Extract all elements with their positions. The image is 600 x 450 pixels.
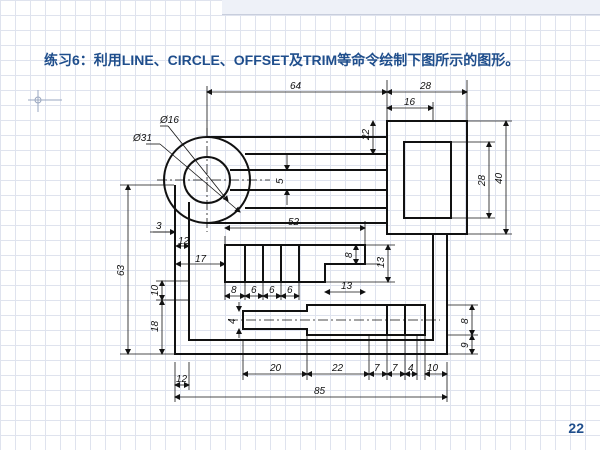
- dim-12-bottom: 12: [176, 374, 188, 385]
- dim-13-v: 13: [376, 256, 387, 268]
- dim-52: 52: [288, 217, 300, 228]
- dim-9: 9: [460, 342, 471, 348]
- dim-63: 63: [116, 264, 127, 276]
- dim-10-b: 10: [427, 363, 439, 374]
- dim-40: 40: [494, 172, 505, 184]
- dim-17: 17: [195, 254, 207, 265]
- dim-7-b: 7: [392, 363, 398, 374]
- dim-3: 3: [156, 221, 162, 232]
- dim-phi16: Ø16: [159, 115, 179, 126]
- crosshair-icon: [28, 90, 62, 112]
- dimension-lines: [120, 80, 512, 402]
- dim-phi31: Ø31: [132, 133, 152, 144]
- dimension-labels: 64 28 16 Ø16 Ø31 22 5 28 40 3 12 52 17 8…: [116, 81, 505, 397]
- dim-12-mid: 12: [178, 236, 190, 247]
- dim-5: 5: [275, 178, 286, 184]
- dim-4: 4: [227, 318, 238, 324]
- right-box-inner: [403, 141, 452, 219]
- dim-28-top: 28: [419, 81, 432, 92]
- slide-title: 练习6：利用LINE、CIRCLE、OFFSET及TRIM等命令绘制下图所示的图…: [44, 52, 520, 68]
- dim-22-h: 22: [331, 363, 344, 374]
- dim-64: 64: [290, 81, 302, 92]
- right-box-outer: [386, 120, 468, 235]
- dim-16: 16: [404, 97, 416, 108]
- dim-28-v: 28: [477, 174, 488, 187]
- dim-7-a: 7: [374, 363, 380, 374]
- object-outlines: [163, 120, 468, 355]
- dim-22-v: 22: [361, 128, 372, 141]
- header-band: [222, 0, 600, 15]
- inner-profile: [188, 202, 434, 341]
- dim-6-b: 6: [269, 285, 275, 296]
- dim-20: 20: [269, 363, 282, 374]
- dim-8-a: 8: [231, 285, 237, 296]
- dim-6-a: 6: [251, 285, 257, 296]
- dim-4-b: 4: [408, 363, 414, 374]
- dim-6-c: 6: [287, 285, 293, 296]
- dim-13-h: 13: [341, 281, 353, 292]
- dim-8-v: 8: [344, 252, 355, 258]
- outer-profile: [174, 185, 448, 355]
- dim-8-right: 8: [460, 318, 471, 324]
- dim-10: 10: [150, 284, 161, 296]
- center-lines: [157, 128, 440, 321]
- dim-85: 85: [314, 386, 326, 397]
- page-number: 22: [568, 420, 584, 436]
- dim-18: 18: [150, 320, 161, 332]
